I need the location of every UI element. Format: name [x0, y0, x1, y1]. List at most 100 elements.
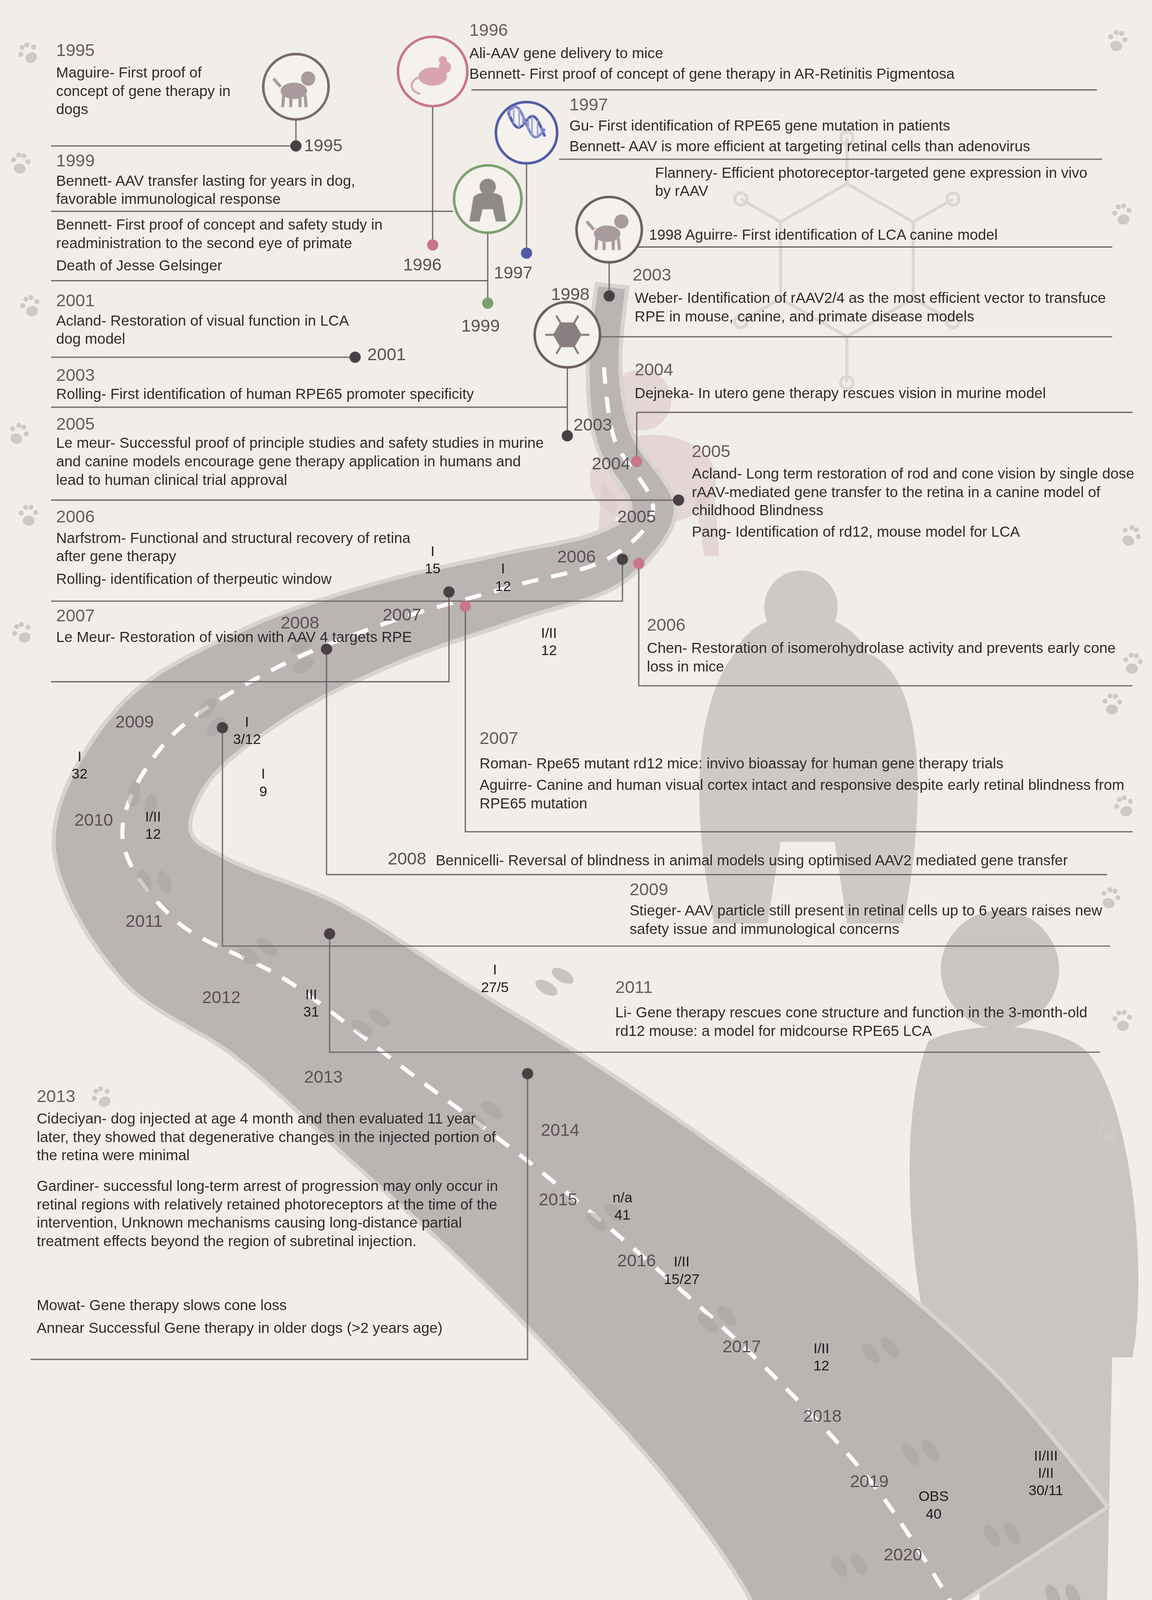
leader-line [471, 89, 1097, 91]
trial-phase-label: 31 [275, 1002, 348, 1021]
mouse-tail [411, 77, 421, 94]
paw-toe [10, 157, 17, 163]
timeline-dot [482, 297, 494, 309]
paw-toe [9, 425, 16, 432]
year-heading: 2013 [36, 1086, 76, 1107]
dog-legs [273, 78, 307, 108]
trial-phase-label: 12 [513, 641, 586, 660]
footprint-sole [203, 713, 229, 740]
paw-toe [1116, 1010, 1122, 1016]
dna-rung [509, 109, 511, 117]
paw-pad [1125, 662, 1139, 675]
leader-lines [30, 89, 1133, 1360]
road-year: 2012 [202, 987, 241, 1008]
paw-toe [30, 43, 38, 51]
year-heading: 2007 [56, 606, 95, 627]
trial-phase-label: I/II [785, 1339, 858, 1358]
trial-phase-label: II/III [1010, 1446, 1082, 1465]
timeline-dot [323, 927, 336, 940]
footprint-sole [154, 868, 175, 896]
dna-rung [518, 109, 521, 128]
dna-icon [495, 101, 557, 164]
dna-rung [527, 118, 530, 129]
road-year: 2017 [722, 1336, 762, 1357]
footprint-sole [365, 1005, 393, 1030]
paw-toe [1133, 526, 1140, 534]
paw-toe [1110, 1125, 1117, 1132]
paw-pad [13, 162, 27, 174]
paw-print [1105, 28, 1130, 54]
timeline-dot [673, 494, 685, 506]
paw-pad [1116, 1020, 1130, 1032]
event-text: Le meur- Successful proof of principle s… [56, 433, 546, 490]
paw-toe [1118, 30, 1125, 37]
trial-phase-label: I/II [645, 1253, 718, 1271]
footprint [980, 1512, 1024, 1556]
event-text: Maguire- First proof of concept of gene … [56, 63, 255, 119]
trial-phase-label: I/II [513, 624, 586, 642]
footprint-sole [1042, 1582, 1064, 1600]
hexagon-node [734, 192, 747, 206]
paw-print [1117, 521, 1144, 550]
paw-print [1094, 1119, 1120, 1146]
paw-toe [1100, 890, 1107, 897]
paw-toe [1126, 207, 1133, 214]
trial-phase-label: 41 [586, 1205, 659, 1224]
dog-icon [576, 197, 642, 263]
paw-pad [1101, 896, 1116, 910]
paw-print [1101, 692, 1123, 715]
footprint-sole [918, 1436, 943, 1464]
trial-phase-label: 15/27 [645, 1270, 718, 1288]
timeline-dot [521, 247, 533, 259]
paw-print [9, 151, 32, 175]
paw-toe [1113, 802, 1120, 810]
paw-print [1111, 792, 1138, 819]
footprint-sole [694, 1309, 721, 1337]
event-text: Dejneka- In utero gene therapy rescues v… [634, 383, 1135, 403]
footprint-sole [857, 1339, 884, 1366]
event-text: Bennicelli- Reversal of blindness in ani… [435, 850, 1145, 870]
year-heading: 1997 [569, 94, 609, 115]
trial-phase-label: 40 [898, 1504, 970, 1523]
paw-toe [1121, 526, 1129, 534]
leader-line [50, 280, 488, 282]
leader-line [30, 1073, 528, 1359]
paw-print [1111, 1008, 1134, 1032]
paw-toe [22, 296, 30, 303]
year-heading: 1995 [56, 40, 95, 62]
paw-toe [1121, 1009, 1127, 1015]
year-heading: 1999 [56, 151, 95, 172]
event-text: Acland- Long term restoration of rod and… [691, 464, 1136, 520]
paw-pad [1109, 40, 1124, 53]
timeline-dot [633, 557, 645, 570]
event-text: Rolling- First identification of human R… [56, 384, 577, 404]
road-centre-line [122, 367, 955, 1600]
event-text: Li- Gene therapy rescues cone structure … [615, 1002, 1116, 1040]
timeline-dot [349, 351, 361, 364]
dog-legs [586, 221, 620, 251]
trial-phase-label: 12 [117, 825, 190, 843]
road-year: 1995 [304, 135, 343, 156]
hexagon-node [946, 192, 960, 206]
paw-toe [1133, 652, 1140, 659]
leader-line [559, 158, 1103, 160]
leader-line [566, 367, 568, 436]
event-text: Ali-AAV gene delivery to mice [469, 43, 1082, 63]
leader-line [50, 591, 450, 682]
event-text: Gu- First identification of RPE65 gene m… [569, 116, 1121, 135]
footprint-sole [532, 975, 561, 999]
paw-toe [18, 620, 25, 628]
paw-pad [22, 515, 35, 526]
paw-pad [1120, 533, 1136, 548]
road-year: 2008 [387, 849, 427, 870]
road-year: 2001 [367, 344, 407, 366]
road-year: 2013 [304, 1067, 343, 1088]
footprint [189, 694, 235, 740]
trial-phase-label: 9 [227, 782, 300, 800]
trial-phase-label: I [396, 542, 469, 561]
trial-phase-label: OBS [898, 1487, 970, 1505]
year-heading: 2006 [646, 615, 686, 636]
trial-phase-label: III [275, 985, 348, 1003]
event-text: Cideciyan- dog injected at age 4 month a… [36, 1109, 501, 1165]
paw-pad [1118, 804, 1134, 818]
